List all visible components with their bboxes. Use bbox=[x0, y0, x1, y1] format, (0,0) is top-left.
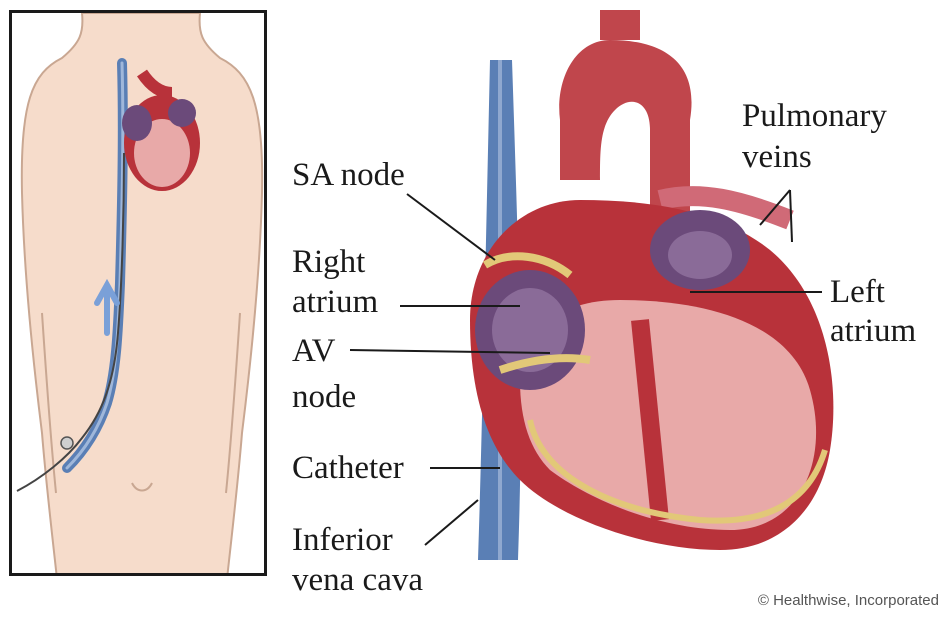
label-right-atrium-line2: atrium bbox=[292, 285, 378, 320]
leader-sa-node bbox=[407, 194, 495, 260]
label-ivc-line1: Inferior bbox=[292, 523, 393, 558]
leader-pulmonary-2 bbox=[790, 190, 792, 242]
leader-ivc bbox=[425, 500, 478, 545]
label-pulmonary-line1: Pulmonary bbox=[742, 99, 887, 134]
copyright-credit: © Healthwise, Incorporated bbox=[758, 592, 939, 609]
label-left-atrium-line2: atrium bbox=[830, 314, 916, 349]
label-av-node-line2: node bbox=[292, 380, 356, 415]
label-av-node-line1: AV bbox=[292, 334, 335, 369]
label-sa-node: SA node bbox=[292, 158, 405, 193]
label-pulmonary-line2: veins bbox=[742, 140, 812, 175]
label-ivc-line2: vena cava bbox=[292, 563, 423, 598]
label-left-atrium-line1: Left bbox=[830, 275, 885, 310]
label-catheter: Catheter bbox=[292, 451, 404, 486]
label-right-atrium-line1: Right bbox=[292, 245, 365, 280]
